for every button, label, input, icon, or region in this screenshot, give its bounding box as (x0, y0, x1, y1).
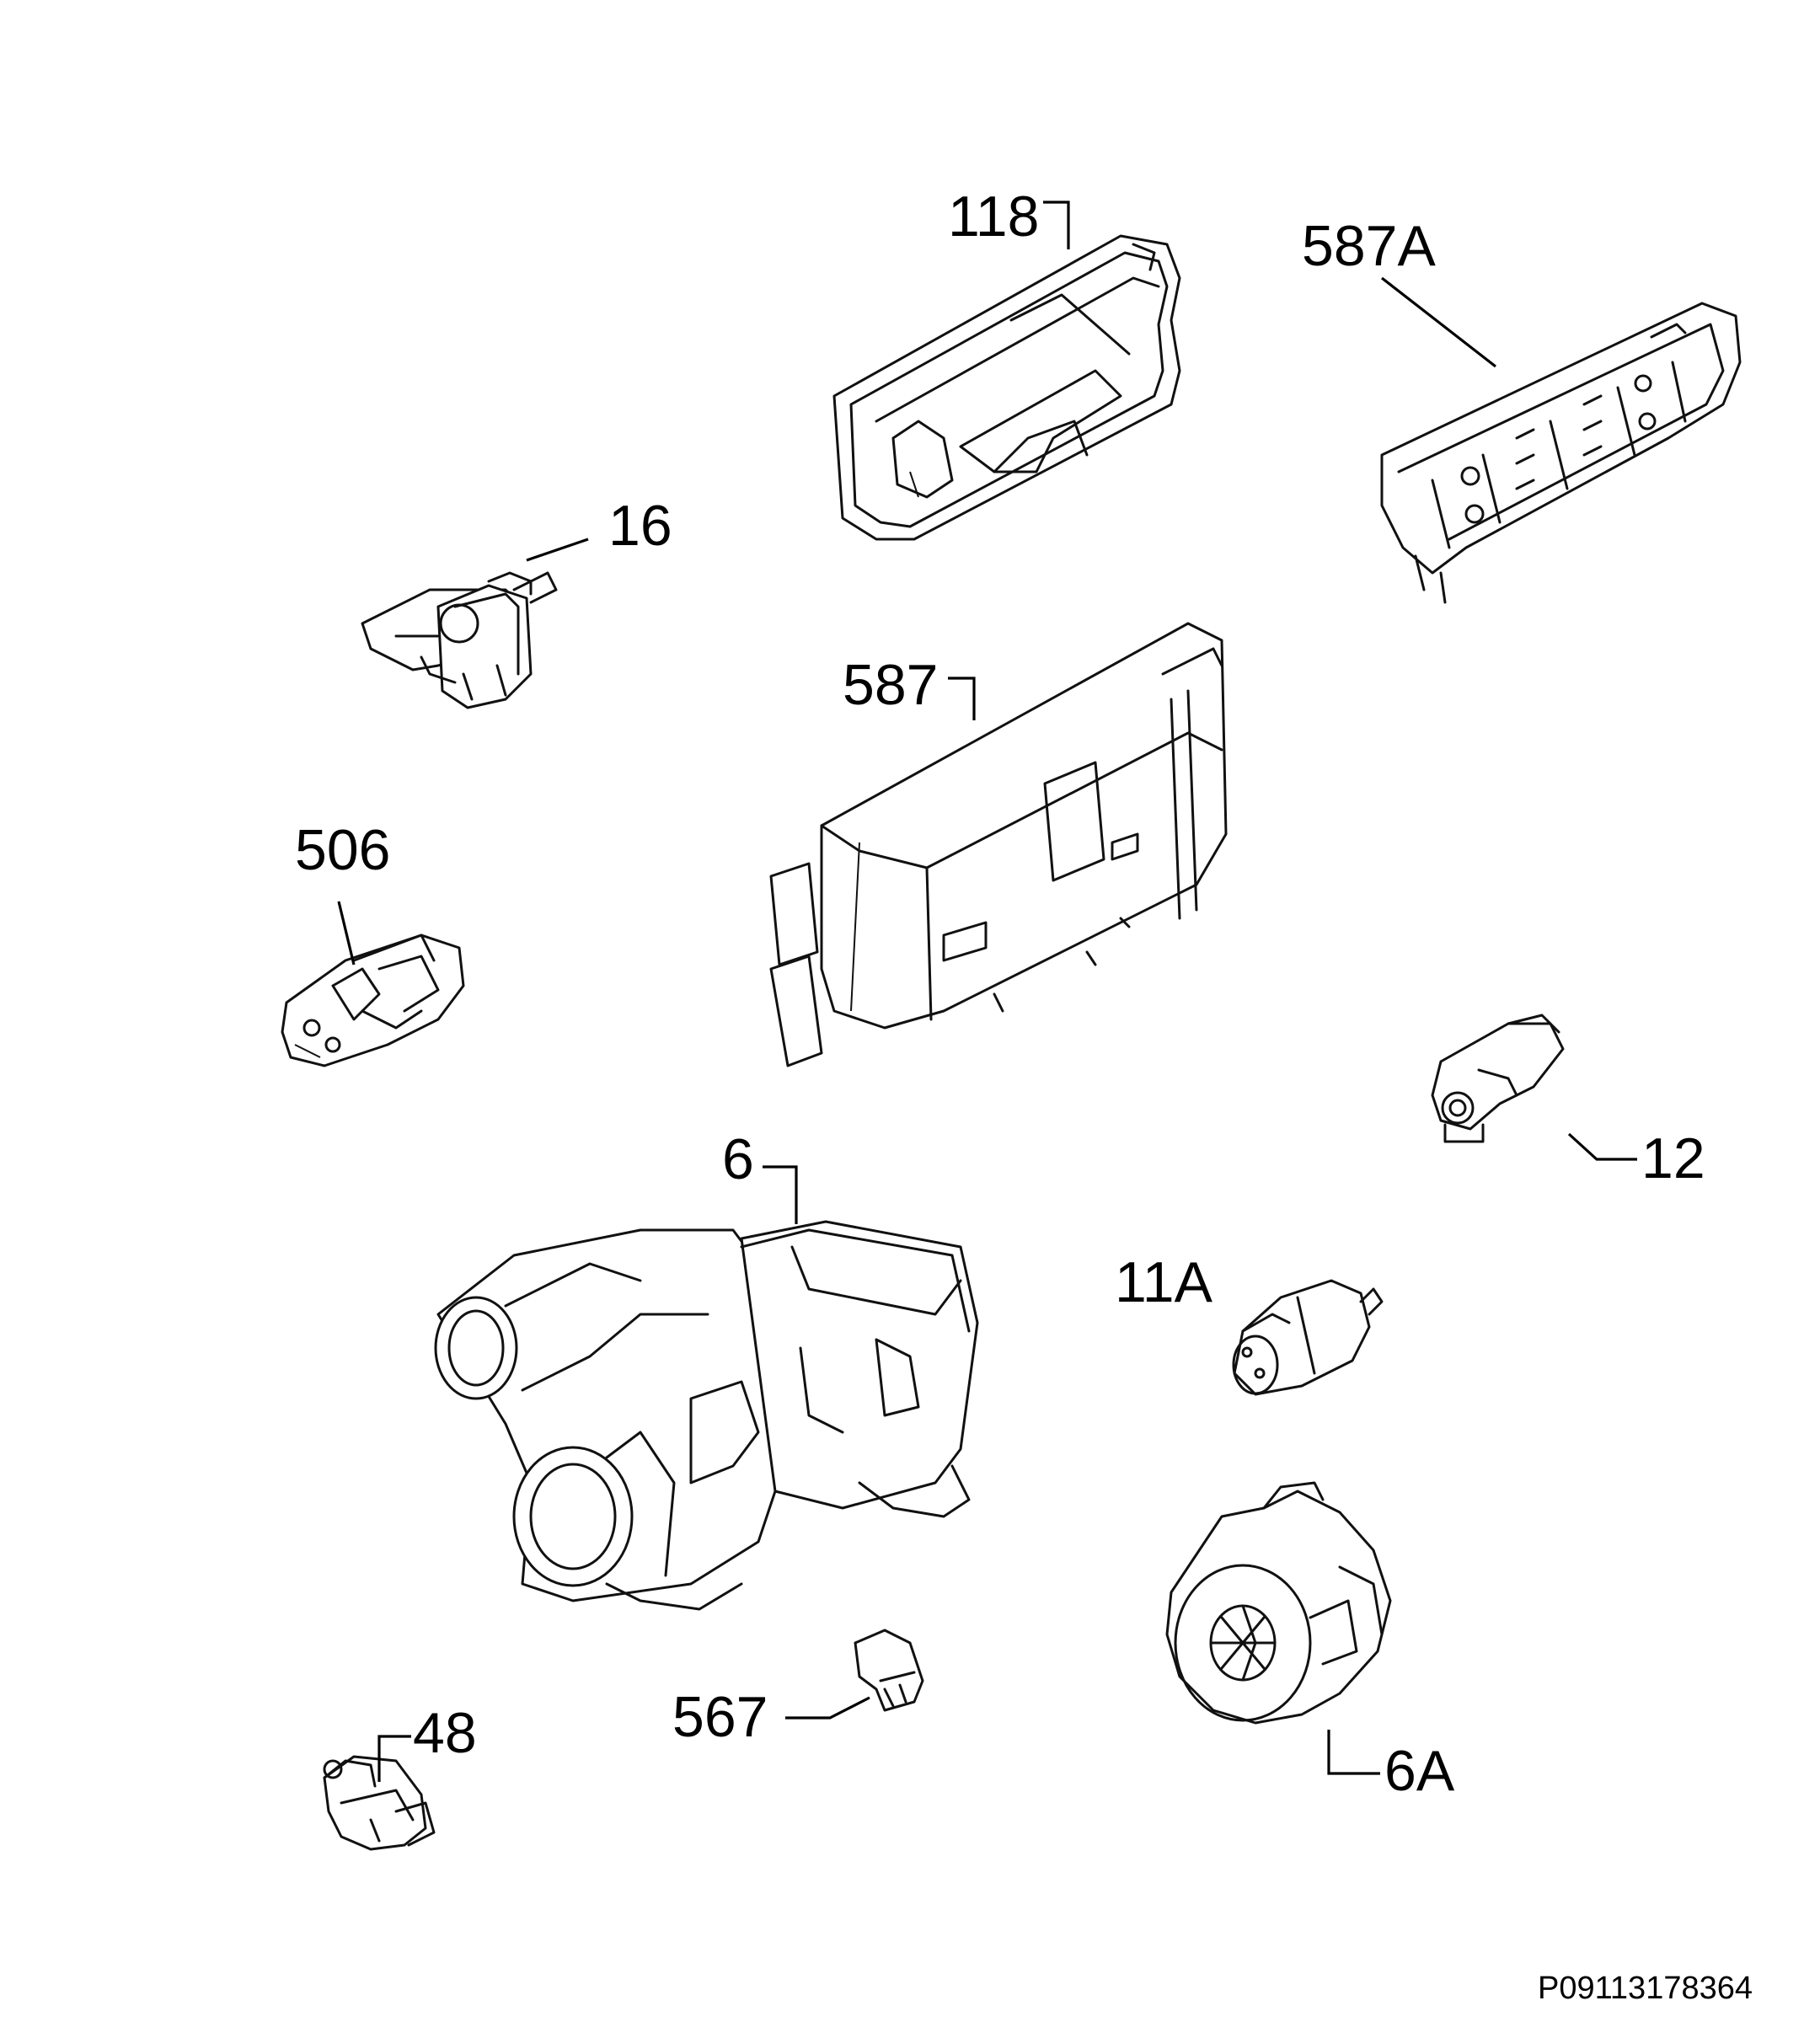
leader-587 (948, 677, 976, 720)
callout-567: 567 (672, 1685, 768, 1749)
part-118-illustration (832, 234, 1181, 541)
part-587a-illustration (1380, 302, 1742, 604)
callout-labels: 118 587A 16 587 506 12 6 11A 567 48 6A (295, 185, 1705, 1803)
leader-506 (337, 901, 356, 966)
leader-118 (1043, 201, 1070, 249)
part-16-illustration (361, 571, 558, 709)
callout-506: 506 (295, 818, 390, 882)
callout-587: 587 (843, 653, 938, 717)
callout-16: 16 (608, 494, 672, 558)
leader-587a (1381, 276, 1496, 368)
callout-6a: 6A (1384, 1739, 1455, 1803)
leader-16 (526, 538, 589, 562)
callout-587a: 587A (1302, 214, 1436, 278)
callout-48: 48 (413, 1701, 477, 1765)
part-567-illustration (854, 1629, 924, 1712)
part-11a-illustration (1232, 1279, 1384, 1396)
part-506-illustration (281, 933, 465, 1067)
leader-567 (785, 1696, 870, 1720)
callout-6: 6 (722, 1127, 754, 1191)
leader-48 (377, 1735, 411, 1782)
part-6a-illustration (1165, 1481, 1392, 1725)
leader-6a (1327, 1730, 1380, 1775)
leader-12 (1567, 1132, 1637, 1161)
callout-11a: 11A (1115, 1250, 1213, 1314)
leader-6 (763, 1165, 798, 1224)
part-48-illustration (323, 1755, 436, 1851)
callout-118: 118 (948, 185, 1039, 249)
part-6-illustration (434, 1220, 979, 1611)
part-12-illustration (1431, 1014, 1565, 1143)
document-id: P09113178364 (1538, 1971, 1753, 2006)
part-587-illustration (769, 622, 1228, 1067)
callout-12: 12 (1641, 1126, 1705, 1190)
leader-lines (337, 201, 1637, 1782)
